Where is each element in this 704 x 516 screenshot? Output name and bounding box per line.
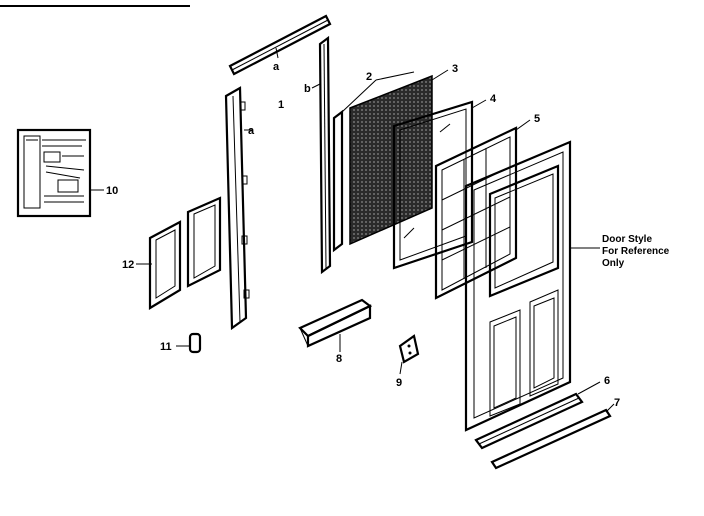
callout-5: 5 <box>534 113 540 125</box>
callout-7: 7 <box>614 397 620 409</box>
door-frame <box>464 140 600 432</box>
bottom-block-part-8 <box>298 298 373 352</box>
sweep-part-7 <box>490 403 615 470</box>
callout-1: 1 <box>278 99 284 111</box>
callout-6: 6 <box>604 375 610 387</box>
callout-9: 9 <box>396 377 402 389</box>
bottom-rail-part-6 <box>474 381 601 450</box>
fitting-part-11 <box>176 332 202 354</box>
callout-12: 12 <box>122 259 134 271</box>
side-strip <box>311 35 332 275</box>
callout-8: 8 <box>336 353 342 365</box>
note-line-3: Only <box>602 258 625 269</box>
note-line-1: Door Style <box>602 234 652 245</box>
callout-b: b <box>304 83 311 95</box>
bracket-part-9 <box>398 334 420 375</box>
top-bar <box>228 14 332 76</box>
instruction-card-part-10 <box>16 128 104 218</box>
callout-4: 4 <box>490 93 497 105</box>
note-line-2: For Reference <box>602 246 670 257</box>
panel-inserts-part-12 <box>136 196 222 310</box>
callout-11: 11 <box>160 341 172 353</box>
grille-insert-part-5 <box>434 119 531 300</box>
screen-mesh-part-3 <box>349 69 449 246</box>
callout-2: 2 <box>366 71 372 83</box>
spline-part-2 <box>332 71 415 253</box>
callout-3: 3 <box>452 63 458 75</box>
callout-a-side: a <box>248 125 255 137</box>
callout-a-top: a <box>273 61 280 73</box>
hinge-rail <box>224 86 252 331</box>
callout-10: 10 <box>106 185 118 197</box>
